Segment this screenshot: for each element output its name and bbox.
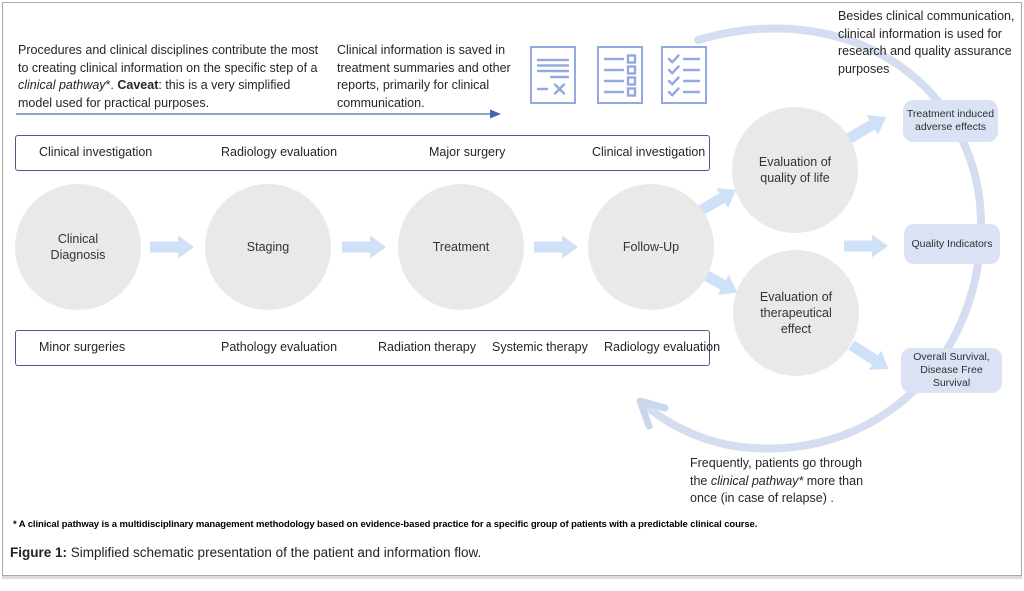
step-clinical-diagnosis: Clinical Diagnosis xyxy=(15,184,141,310)
stage-label: Radiation therapy xyxy=(378,340,476,354)
step-follow-up: Follow-Up xyxy=(588,184,714,310)
figure-caption: Figure 1: Simplified schematic presentat… xyxy=(10,545,481,560)
top-stage-box: Clinical investigation Radiology evaluat… xyxy=(15,135,710,171)
evaluation-therapeutical-effect: Evaluation of therapeutical effect xyxy=(733,250,859,376)
stage-label: Minor surgeries xyxy=(39,340,126,354)
note-research-quality: Besides clinical communication, clinical… xyxy=(838,9,1015,76)
clinical-pathway-italic: clinical pathway xyxy=(18,78,106,92)
bottom-stage-box: Minor surgeries Pathology evaluation Rad… xyxy=(15,330,720,366)
summary-document-icon xyxy=(530,46,576,104)
stage-label: Major surgery xyxy=(429,145,506,159)
evaluation-quality-of-life: Evaluation of quality of life xyxy=(732,107,858,233)
note-procedures: Procedures and clinical disciplines cont… xyxy=(18,43,319,110)
note-procedures-text: Procedures and clinical disciplines cont… xyxy=(18,43,319,75)
stage-label: Radiology evaluation xyxy=(604,340,721,354)
checked-list-icon xyxy=(661,46,707,104)
caveat-bold: Caveat xyxy=(117,78,159,92)
checkbox-list-icon xyxy=(597,46,643,104)
outcome-quality-indicators: Quality Indicators xyxy=(904,224,1000,264)
stage-label: Clinical investigation xyxy=(39,145,153,159)
stage-label: Systemic therapy xyxy=(492,340,588,354)
note-clinical-information: Clinical information is saved in treatme… xyxy=(337,43,511,110)
caption-label: Figure 1: xyxy=(10,545,68,560)
step-treatment: Treatment xyxy=(398,184,524,310)
stage-label: Clinical investigation xyxy=(592,145,706,159)
outcome-survival: Overall Survival, Disease Free Survival xyxy=(901,348,1002,393)
footnote: * A clinical pathway is a multidisciplin… xyxy=(13,519,758,530)
note-relapse: Frequently, patients go through the clin… xyxy=(690,456,864,505)
outcome-adverse-effects: Treatment induced adverse effects xyxy=(903,100,998,142)
step-staging: Staging xyxy=(205,184,331,310)
clinical-pathway-italic: clinical pathway* xyxy=(710,473,804,488)
stage-label: Pathology evaluation xyxy=(221,340,338,354)
stage-label: Radiology evaluation xyxy=(221,145,338,159)
caption-text: Simplified schematic presentation of the… xyxy=(67,545,482,560)
